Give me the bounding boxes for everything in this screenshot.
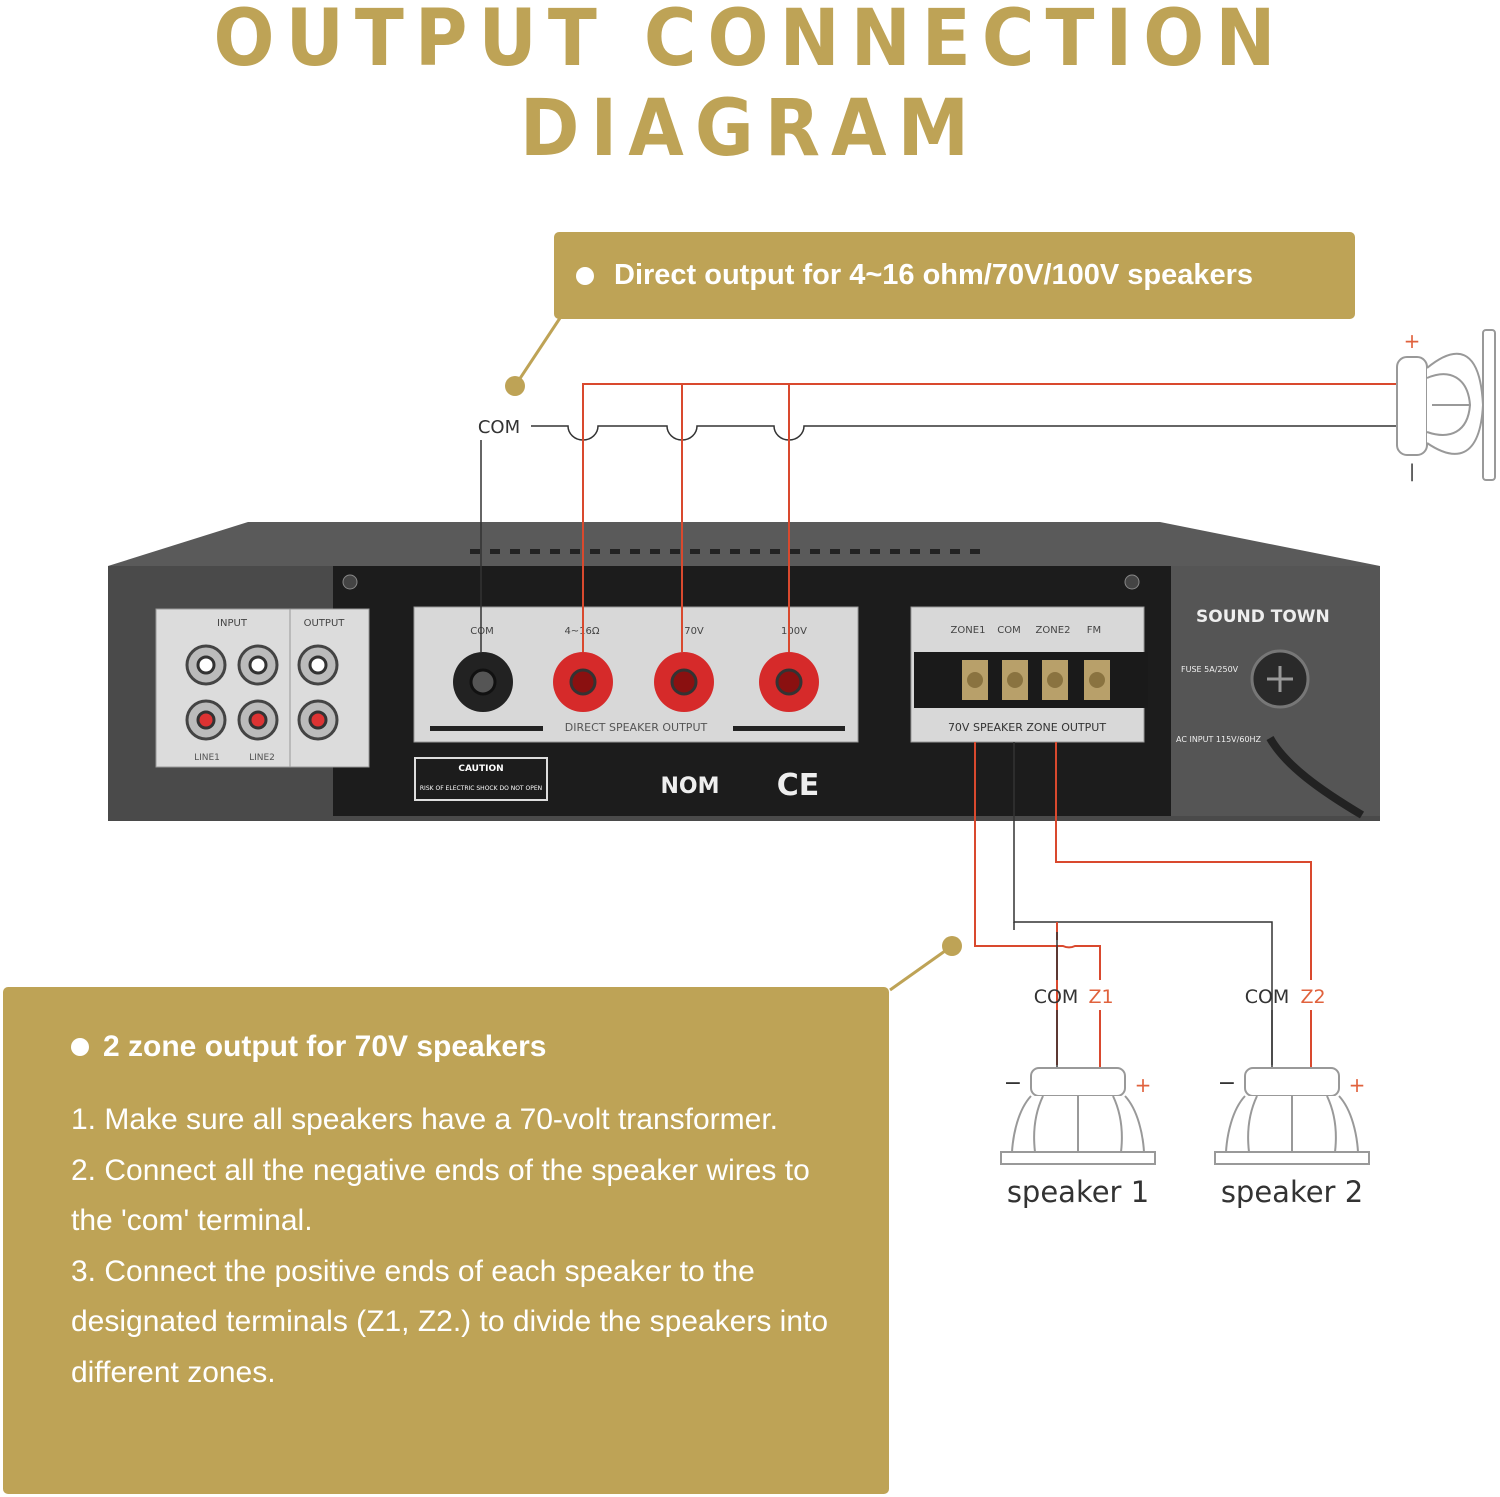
rca-jack-red bbox=[237, 699, 279, 741]
zone-label-fm: FM bbox=[1087, 625, 1101, 636]
zone-label-zone2: ZONE2 bbox=[1036, 625, 1071, 636]
output-label: OUTPUT bbox=[304, 618, 346, 629]
power-cord-icon bbox=[1266, 735, 1365, 819]
line2-label: LINE2 bbox=[249, 753, 275, 763]
com-wire-label: COM bbox=[478, 417, 520, 438]
rca-jack-white bbox=[297, 644, 339, 686]
minus-sign: − bbox=[1004, 1071, 1022, 1096]
zone-screw-terminal bbox=[1084, 660, 1110, 700]
rca-jack-white bbox=[185, 644, 227, 686]
brand-logo: SOUND TOWN bbox=[1196, 607, 1330, 627]
line1-label: LINE1 bbox=[194, 753, 220, 763]
rca-jack-red bbox=[297, 699, 339, 741]
power-section: SOUND TOWN FUSE 5A/250V AC INPUT 115V/60… bbox=[1176, 607, 1365, 819]
page-title: OUTPUT CONNECTION DIAGRAM bbox=[213, 0, 1287, 174]
fuse-holder-icon bbox=[1250, 649, 1310, 709]
zone-output-wiring: COM Z1 COM Z2 bbox=[974, 742, 1326, 1068]
binding-post-70v bbox=[654, 652, 714, 712]
terminal-label-com: COM bbox=[470, 626, 493, 637]
top-callout-leader bbox=[505, 317, 562, 396]
svg-text:RISK OF ELECTRIC SHOCK DO NOT: RISK OF ELECTRIC SHOCK DO NOT OPEN bbox=[420, 785, 542, 792]
minus-sign: | bbox=[1409, 461, 1415, 482]
plus-sign: + bbox=[1404, 329, 1421, 353]
bullet-icon bbox=[576, 266, 594, 285]
direct-output-callout: Direct output for 4~16 ohm/70V/100V spea… bbox=[554, 232, 1355, 319]
svg-text:CAUTION: CAUTION bbox=[458, 764, 503, 774]
zone-output-panel: ZONE1 COM ZONE2 FM 70V SPEAKER ZONE OUTP… bbox=[910, 606, 1148, 743]
zone-label-com: COM bbox=[997, 625, 1020, 636]
speaker2-z2-label: Z2 bbox=[1300, 986, 1325, 1008]
zone-screw-terminal bbox=[962, 660, 988, 700]
step-2: 2. Connect all the negative ends of the … bbox=[71, 1153, 810, 1238]
plus-sign: + bbox=[1349, 1073, 1366, 1097]
binding-post-100v bbox=[759, 652, 819, 712]
speaker-2: − + speaker 2 bbox=[1214, 1067, 1370, 1209]
ac-input-label: AC INPUT 115V/60HZ bbox=[1176, 735, 1262, 744]
speaker1-com-label: COM bbox=[1034, 986, 1079, 1008]
minus-sign: − bbox=[1218, 1071, 1236, 1096]
step-1: 1. Make sure all speakers have a 70-volt… bbox=[71, 1103, 778, 1136]
rca-jack-white bbox=[237, 644, 279, 686]
speaker-1-label: speaker 1 bbox=[1007, 1175, 1149, 1209]
binding-post-com bbox=[453, 652, 513, 712]
zone-output-label: 70V SPEAKER ZONE OUTPUT bbox=[948, 721, 1106, 734]
rca-jack-red bbox=[185, 699, 227, 741]
bullet-icon bbox=[71, 1038, 89, 1056]
speaker1-z1-label: Z1 bbox=[1088, 986, 1113, 1008]
nom-mark: NOM bbox=[660, 774, 719, 799]
zone-screw-terminal bbox=[1042, 660, 1068, 700]
terminal-label-70v: 70V bbox=[684, 626, 704, 637]
bottom-callout-leader bbox=[889, 936, 962, 992]
step-3: 3. Connect the positive ends of each spe… bbox=[71, 1254, 829, 1389]
direct-output-wiring: COM bbox=[478, 383, 1397, 652]
terminal-label-100v: 100V bbox=[781, 626, 807, 637]
fuse-label: FUSE 5A/250V bbox=[1181, 665, 1239, 674]
rca-io-panel: INPUT OUTPUT LINE1 LINE2 bbox=[155, 608, 370, 768]
ce-mark: CE bbox=[777, 768, 820, 803]
direct-speaker-output-label: DIRECT SPEAKER OUTPUT bbox=[565, 721, 708, 734]
zone-output-callout: 2 zone output for 70V speakers 1. Make s… bbox=[3, 987, 889, 1494]
speaker2-com-label: COM bbox=[1245, 986, 1290, 1008]
zone-label-zone1: ZONE1 bbox=[951, 625, 986, 636]
input-label: INPUT bbox=[217, 618, 248, 629]
speaker-1: − + speaker 1 bbox=[1000, 1067, 1156, 1209]
plus-sign: + bbox=[1135, 1073, 1152, 1097]
zone-output-steps: 1. Make sure all speakers have a 70-volt… bbox=[71, 1095, 851, 1399]
binding-post-ohm bbox=[553, 652, 613, 712]
zone-output-heading-text: 2 zone output for 70V speakers bbox=[103, 1030, 547, 1063]
speaker-2-label: speaker 2 bbox=[1221, 1175, 1363, 1209]
direct-output-callout-text: Direct output for 4~16 ohm/70V/100V spea… bbox=[614, 259, 1254, 291]
caution-label: CAUTION RISK OF ELECTRIC SHOCK DO NOT OP… bbox=[414, 757, 548, 801]
zone-screw-terminal bbox=[1002, 660, 1028, 700]
speaker-direct: + | bbox=[1396, 329, 1496, 482]
zone-output-heading: 2 zone output for 70V speakers bbox=[71, 1025, 889, 1069]
